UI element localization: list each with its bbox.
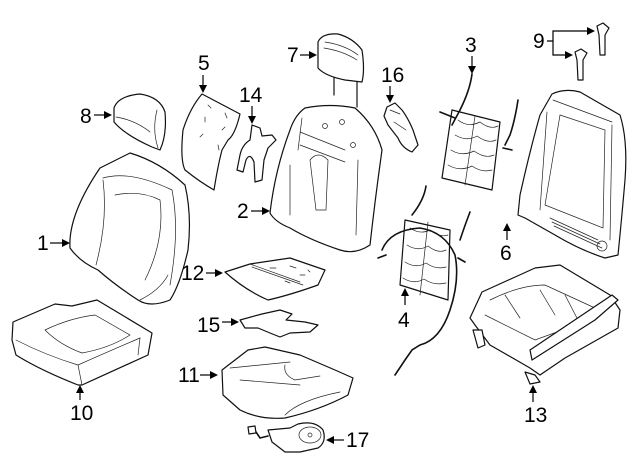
callout-label-14: 14: [239, 84, 263, 107]
arrow-icon-12: [215, 269, 223, 277]
arrow-icon-5: [199, 85, 207, 93]
callout-13[interactable]: 13: [524, 385, 547, 427]
arrow-icon-7: [309, 51, 317, 59]
part-lumbar-lower[interactable]: [377, 185, 471, 376]
callout-8[interactable]: 8: [80, 105, 112, 128]
callout-14[interactable]: 14: [239, 84, 263, 124]
callout-label-16: 16: [381, 64, 404, 87]
callout-label-11: 11: [178, 364, 200, 387]
callout-5[interactable]: 5: [198, 52, 210, 93]
part-seat-back-frame[interactable]: [517, 89, 627, 259]
part-cushion-pad[interactable]: [221, 346, 354, 419]
callout-7[interactable]: 7: [287, 44, 317, 67]
part-blower-fan[interactable]: [247, 422, 325, 453]
arrow-icon-14: [248, 116, 256, 124]
callout-label-13: 13: [524, 404, 547, 427]
callout-label-9: 9: [533, 30, 545, 53]
callout-11[interactable]: 11: [178, 364, 218, 387]
callout-2[interactable]: 2: [237, 200, 270, 223]
part-heater-element-cushion[interactable]: [236, 124, 277, 183]
callout-label-7: 7: [287, 44, 299, 67]
arrow-icon-3: [468, 66, 476, 74]
part-heater-element-back[interactable]: [181, 93, 241, 191]
part-occupant-sensor-mat[interactable]: [224, 257, 326, 301]
callout-17[interactable]: 17: [326, 429, 369, 452]
callout-4[interactable]: 4: [398, 288, 410, 332]
callout-3[interactable]: 3: [465, 34, 477, 74]
callout-16[interactable]: 16: [381, 64, 404, 103]
callout-12[interactable]: 12: [181, 262, 223, 285]
arrow-icon-15: [231, 318, 239, 326]
part-headrest[interactable]: [317, 33, 365, 108]
callout-label-2: 2: [237, 200, 249, 223]
callout-1[interactable]: 1: [37, 232, 70, 255]
part-seat-track[interactable]: [469, 264, 621, 385]
leader-line-9b: [552, 41, 566, 56]
part-lumbar-motor[interactable]: [383, 102, 419, 153]
callout-label-6: 6: [500, 242, 512, 265]
callout-label-8: 8: [80, 105, 92, 128]
part-heater-pad[interactable]: [239, 309, 319, 338]
arrow-icon-10: [76, 385, 84, 393]
part-cushion-cover[interactable]: [11, 299, 153, 386]
arrow-icon-6: [503, 223, 511, 231]
part-headrest-guides[interactable]: [574, 22, 610, 81]
leader-line-9a: [547, 30, 588, 42]
callout-9[interactable]: 9: [533, 27, 595, 59]
callout-label-12: 12: [181, 262, 204, 285]
part-seat-back-pad[interactable]: [269, 104, 383, 253]
callout-15[interactable]: 15: [197, 314, 239, 337]
arrow-icon-13: [529, 385, 537, 393]
part-lumbar-upper[interactable]: [439, 73, 519, 191]
callout-label-3: 3: [465, 34, 477, 57]
arrow-icon-4: [401, 288, 409, 296]
callout-label-4: 4: [398, 309, 410, 332]
callout-label-5: 5: [198, 52, 210, 75]
arrow-icon-1: [62, 239, 70, 247]
arrow-icon-9b: [565, 51, 573, 59]
callout-label-17: 17: [346, 429, 369, 452]
part-seat-back-cover[interactable]: [69, 152, 191, 305]
part-headrest-cover[interactable]: [113, 93, 167, 151]
callout-label-15: 15: [197, 314, 220, 337]
callout-6[interactable]: 6: [500, 223, 512, 265]
arrow-icon-9a: [587, 27, 595, 35]
callout-label-10: 10: [70, 402, 93, 425]
callout-label-1: 1: [37, 232, 49, 255]
callout-10[interactable]: 10: [70, 385, 93, 425]
arrow-icon-17: [326, 436, 334, 444]
arrow-icon-16: [386, 95, 394, 103]
arrow-icon-2: [262, 207, 270, 215]
arrow-icon-8: [104, 111, 112, 119]
arrow-icon-11: [210, 371, 218, 379]
